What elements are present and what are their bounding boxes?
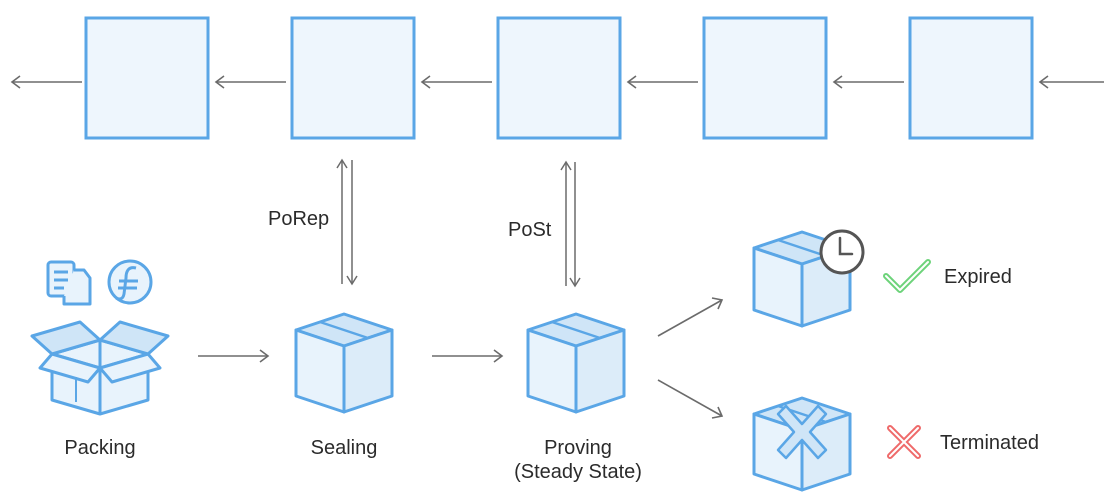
chain-arrow	[420, 75, 492, 89]
outcome-label-expired: Expired	[944, 266, 1012, 288]
porep-label: PoRep	[268, 208, 330, 230]
chain-arrow	[626, 75, 698, 89]
sealing-to-proving-arrow	[432, 349, 504, 363]
porep-arrow	[336, 158, 358, 286]
post-arrow	[560, 160, 581, 288]
cross-icon	[887, 425, 921, 459]
stage-label-sealing: Sealing	[310, 437, 378, 459]
chain-arrow	[832, 75, 904, 89]
proving-to-expired-arrow	[657, 297, 724, 337]
closed-box-icon	[294, 312, 394, 414]
proving-to-terminated-arrow	[657, 379, 724, 419]
box-with-cross-icon	[752, 396, 852, 492]
post-label: PoSt	[508, 219, 552, 241]
chain-arrow	[1038, 75, 1104, 89]
blockchain	[10, 16, 1104, 140]
stage-label-packing: Packing	[64, 437, 136, 459]
stage-label-proving: Proving	[544, 437, 612, 459]
chain-block-2	[290, 16, 416, 140]
chain-block-1	[84, 16, 210, 140]
chain-block-5	[908, 16, 1034, 140]
packing-to-sealing-arrow	[198, 349, 270, 363]
check-icon	[883, 259, 931, 293]
stage-sublabel-proving: (Steady State)	[514, 461, 642, 483]
open-box-with-files-and-filecoin-icon	[30, 259, 170, 416]
chain-arrow	[10, 75, 82, 89]
filecoin-icon	[107, 259, 153, 305]
chain-arrow	[214, 75, 286, 89]
clock-icon	[819, 229, 865, 275]
chain-block-4	[702, 16, 828, 140]
outcome-label-terminated: Terminated	[940, 432, 1039, 454]
closed-box-icon	[526, 312, 626, 414]
document-icon	[46, 260, 92, 306]
chain-block-3	[496, 16, 622, 140]
